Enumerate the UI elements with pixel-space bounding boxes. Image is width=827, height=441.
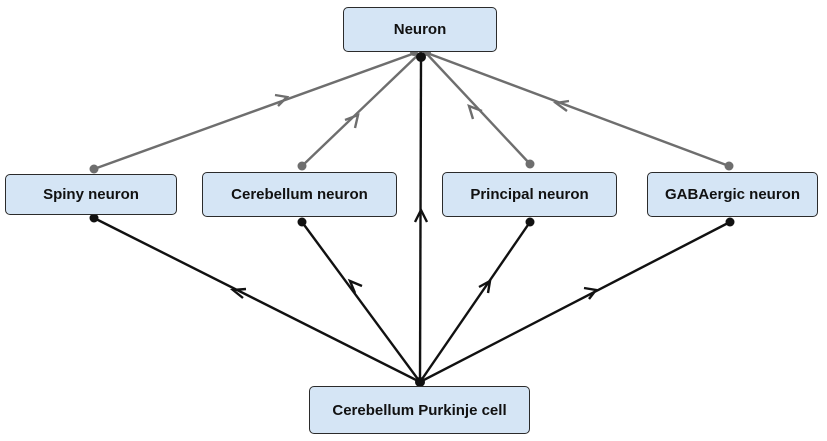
node-neuron: Neuron xyxy=(343,7,497,52)
edge-purkinje-to-principal xyxy=(419,221,531,383)
grey-edges xyxy=(93,51,730,171)
arrow-principal-to-neuron xyxy=(467,103,483,120)
node-spiny-neuron-label: Spiny neuron xyxy=(43,186,139,203)
dot-spiny-top xyxy=(89,164,99,174)
node-gabaergic-neuron: GABAergic neuron xyxy=(647,172,818,217)
edge-purkinje-to-spiny xyxy=(93,216,421,384)
dot-principal-bottom xyxy=(525,217,535,227)
grey-arrowheads xyxy=(274,93,570,129)
node-cerebellum-purkinje-cell: Cerebellum Purkinje cell xyxy=(309,386,530,434)
edge-purkinje-to-cerebellum xyxy=(301,221,421,383)
node-cerebellum-purkinje-cell-label: Cerebellum Purkinje cell xyxy=(332,401,507,419)
arrow-purkinje-to-cerebellum xyxy=(347,278,363,294)
node-gabaergic-neuron-label: GABAergic neuron xyxy=(664,186,800,203)
dot-cerebellum-top xyxy=(297,161,307,171)
arrow-gaba-to-neuron xyxy=(552,99,570,112)
dot-gaba-top xyxy=(724,161,734,171)
node-cerebellum-neuron-label: Cerebellum neuron xyxy=(231,186,368,203)
node-principal-neuron-label: Principal neuron xyxy=(470,186,589,203)
edge-purkinje-to-gaba xyxy=(419,220,731,384)
edge-cerebellum-to-neuron xyxy=(301,52,421,167)
edge-purkinje-to-neuron xyxy=(418,57,423,383)
black-edges xyxy=(93,57,731,384)
arrow-purkinje-to-gaba xyxy=(583,286,599,300)
arrow-cerebellum-to-neuron xyxy=(344,113,360,129)
arrow-purkinje-to-neuron xyxy=(413,207,429,223)
grey-edge-dots xyxy=(89,48,734,174)
edge-spiny-to-neuron xyxy=(93,51,416,171)
dot-neuron-bottom xyxy=(416,52,426,62)
arrow-spiny-to-neuron xyxy=(274,93,290,107)
node-neuron-label: Neuron xyxy=(393,21,447,38)
black-arrowheads xyxy=(229,207,599,300)
dot-cerebellum-bottom xyxy=(297,217,307,227)
edge-gaba-to-neuron xyxy=(426,51,730,168)
dot-spiny-bottom xyxy=(89,213,99,223)
dot-principal-top xyxy=(525,159,535,169)
dot-purkinje-top xyxy=(415,377,425,387)
node-spiny-neuron: Spiny neuron xyxy=(5,174,177,215)
arrow-purkinje-to-spiny xyxy=(229,287,247,299)
node-principal-neuron: Principal neuron xyxy=(442,172,617,217)
black-edge-dots xyxy=(89,52,735,387)
dot-gaba-bottom xyxy=(725,217,735,227)
arrow-purkinje-to-principal xyxy=(478,278,492,294)
node-cerebellum-neuron: Cerebellum neuron xyxy=(202,172,397,217)
